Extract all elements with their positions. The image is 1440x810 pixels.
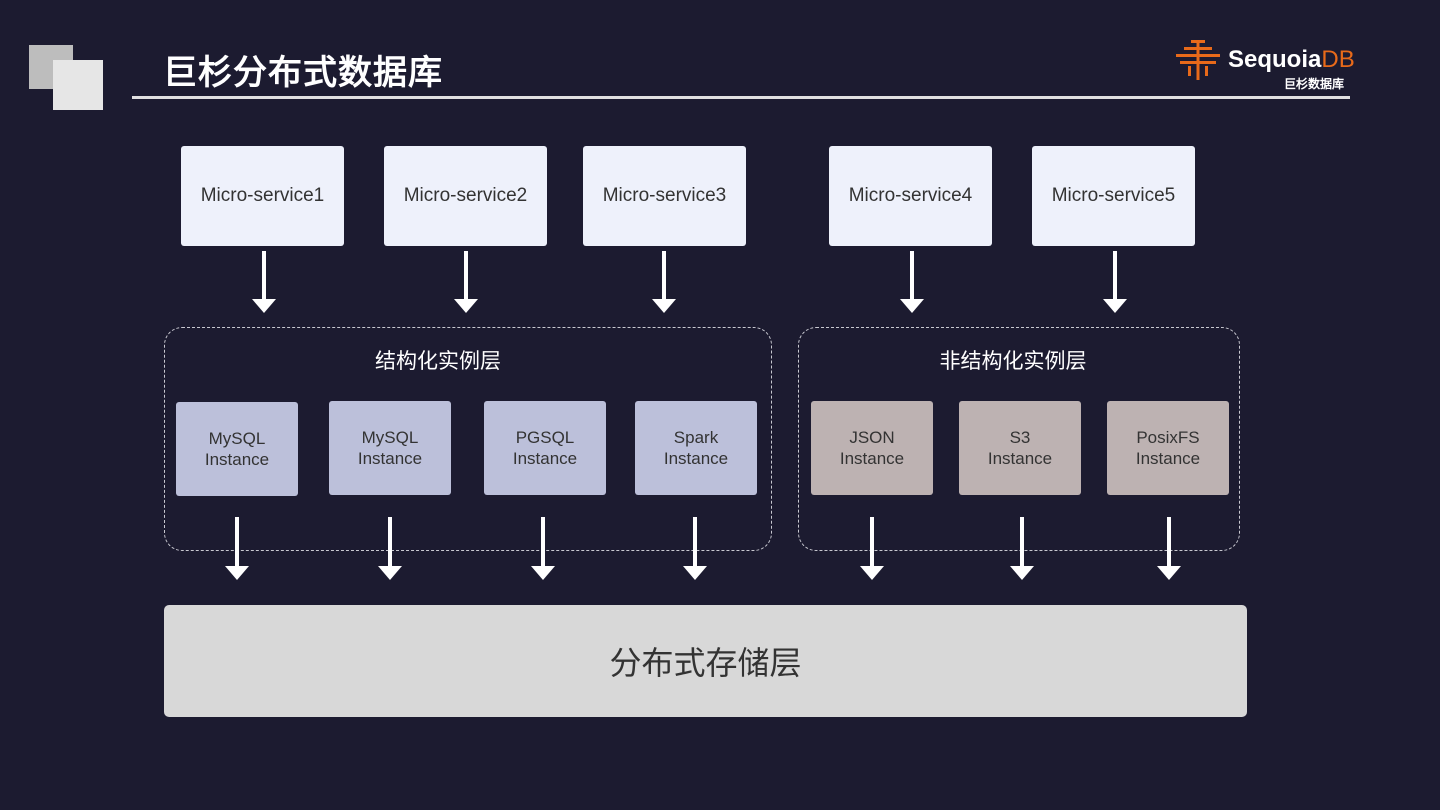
arrow-s3-head: [1010, 566, 1034, 580]
pgsql-instance-box: PGSQL Instance: [484, 401, 606, 495]
arrow-ms5-head: [1103, 299, 1127, 313]
logo-suffix: DB: [1321, 46, 1355, 73]
instance-type: MySQL: [361, 428, 419, 447]
instance-type: PGSQL: [515, 428, 575, 447]
arrow-ms2-head: [454, 299, 478, 313]
sequoiadb-logo: SequoiaDB 巨杉数据库: [1172, 38, 1357, 94]
arrow-posixfs-head: [1157, 566, 1181, 580]
microservice-5-box: Micro-service5: [1032, 146, 1195, 246]
instance-word: Instance: [987, 449, 1053, 468]
page-title: 巨杉分布式数据库: [163, 54, 443, 92]
structured-layer-group: [164, 327, 772, 551]
instance-type: MySQL: [208, 429, 266, 448]
posixfs-instance-box: PosixFS Instance: [1107, 401, 1229, 495]
instance-type: PosixFS: [1136, 428, 1200, 447]
instance-word: Instance: [512, 449, 578, 468]
instance-type: Spark: [673, 428, 719, 447]
arrow-ms3-head: [652, 299, 676, 313]
instance-type: S3: [1009, 428, 1031, 447]
arrow-ms4-head: [900, 299, 924, 313]
json-instance-box: JSON Instance: [811, 401, 933, 495]
mysql-instance-1-box: MySQL Instance: [176, 402, 298, 496]
unstructured-layer-group: [798, 327, 1240, 551]
microservice-3-box: Micro-service3: [583, 146, 746, 246]
logo-name: Sequoia: [1228, 46, 1322, 73]
mysql-instance-2-box: MySQL Instance: [329, 401, 451, 495]
unstructured-layer-label: 非结构化实例层: [939, 350, 1087, 373]
microservice-2-box: Micro-service2: [384, 146, 547, 246]
instance-word: Instance: [357, 449, 423, 468]
arrow-ms1-head: [252, 299, 276, 313]
instance-word: Instance: [663, 449, 729, 468]
structured-layer-label: 结构化实例层: [375, 350, 501, 373]
instance-word: Instance: [1135, 449, 1201, 468]
arrow-json-head: [860, 566, 884, 580]
microservice-4-box: Micro-service4: [829, 146, 992, 246]
title-divider: [132, 96, 1350, 99]
arrow-pgsql-head: [531, 566, 555, 580]
distributed-storage-layer: 分布式存储层: [164, 605, 1247, 717]
instance-word: Instance: [204, 450, 270, 469]
arrow-mysql1-head: [225, 566, 249, 580]
logo-subtitle: 巨杉数据库: [1284, 77, 1345, 91]
instance-word: Instance: [839, 449, 905, 468]
logo-wordmark: SequoiaDB: [1228, 46, 1355, 74]
instance-type: JSON: [849, 428, 895, 447]
arrow-spark-head: [683, 566, 707, 580]
microservice-1-box: Micro-service1: [181, 146, 344, 246]
sequoia-tree-icon: [1176, 40, 1220, 80]
corner-decoration-front: [53, 60, 103, 110]
arrow-mysql2-head: [378, 566, 402, 580]
